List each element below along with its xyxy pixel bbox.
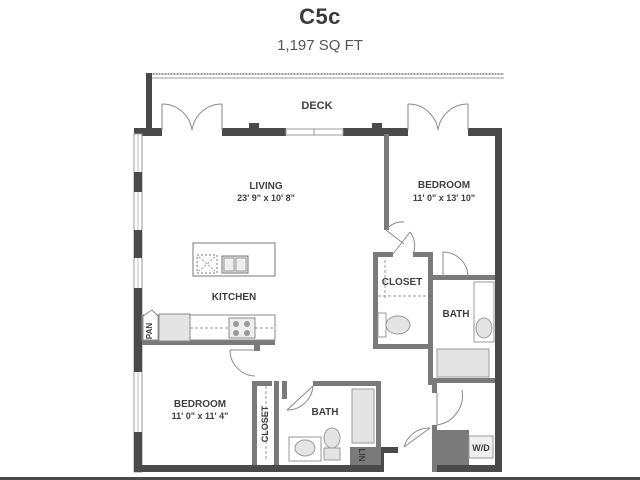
room-label-bedroom-main: BEDROOM bbox=[418, 180, 470, 191]
door-swings bbox=[229, 221, 469, 448]
bottom-border bbox=[0, 477, 640, 480]
second-bath-fixtures bbox=[288, 388, 375, 462]
deck-railing bbox=[150, 73, 504, 79]
unit-name: C5c bbox=[299, 4, 341, 29]
deck-post bbox=[146, 73, 152, 131]
room-label-bath-second: BATH bbox=[311, 407, 338, 418]
range bbox=[228, 317, 256, 339]
bathtub bbox=[351, 388, 375, 444]
room-label-laundry: W/D bbox=[472, 443, 490, 453]
toilet bbox=[323, 427, 341, 449]
french-door-left bbox=[161, 103, 223, 131]
sink bbox=[475, 317, 493, 339]
room-label-deck: DECK bbox=[301, 100, 332, 112]
main-bath-fixtures bbox=[377, 281, 495, 378]
french-door-right bbox=[407, 103, 469, 131]
bathtub bbox=[436, 348, 490, 378]
kitchen-island bbox=[192, 242, 276, 277]
room-label-linen: LIN bbox=[357, 449, 366, 462]
unit-area: 1,197 SQ FT bbox=[277, 37, 363, 54]
room-label-living: LIVING bbox=[249, 181, 283, 192]
room-label-bath-main: BATH bbox=[442, 309, 469, 320]
kitchen-counter bbox=[141, 309, 276, 342]
room-dims-living: 23' 9" x 10' 8" bbox=[237, 193, 295, 203]
closet-main-rod bbox=[378, 260, 428, 300]
room-label-kitchen: KITCHEN bbox=[212, 292, 256, 303]
sliding-door bbox=[285, 128, 344, 136]
interior-walls bbox=[142, 134, 495, 472]
refrigerator bbox=[158, 313, 191, 342]
washer-dryer bbox=[468, 435, 494, 459]
exterior-wall-right bbox=[495, 128, 502, 472]
toilet bbox=[385, 315, 411, 335]
pantry bbox=[142, 309, 159, 341]
room-label-closet-second: CLOSET bbox=[260, 405, 270, 442]
room-dims-bedroom-second: 11' 0" x 11' 4" bbox=[172, 411, 229, 421]
exterior-wall-left bbox=[133, 133, 143, 473]
sink bbox=[294, 439, 316, 457]
room-dims-bedroom-main: 11' 0" x 13' 10" bbox=[413, 193, 475, 203]
room-label-pantry: PAN bbox=[145, 323, 154, 340]
exterior-wall-top bbox=[134, 123, 502, 136]
room-label-bedroom-second: BEDROOM bbox=[174, 399, 226, 410]
room-label-closet-main: CLOSET bbox=[382, 277, 423, 288]
